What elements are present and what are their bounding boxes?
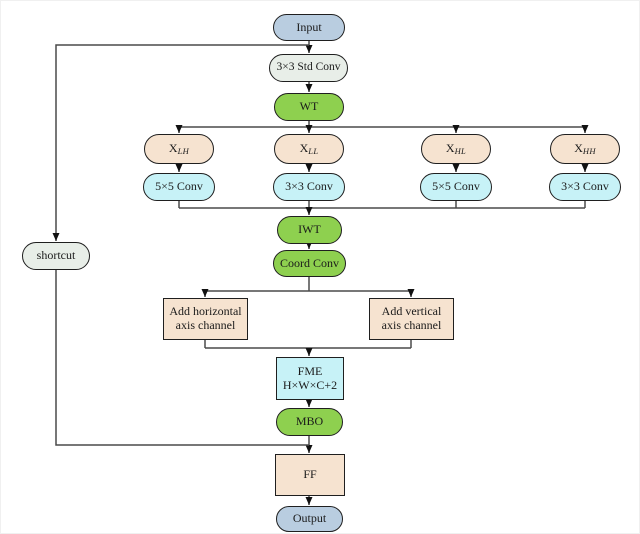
node-shortcut: shortcut bbox=[22, 242, 90, 270]
node-mbo: MBO bbox=[276, 408, 343, 436]
node-std-conv: 3×3 Std Conv bbox=[269, 54, 348, 82]
node-conv-3x3-hh: 3×3 Conv bbox=[549, 173, 621, 201]
node-iwt: IWT bbox=[277, 216, 342, 244]
node-mbo-label: MBO bbox=[295, 414, 324, 429]
node-output: Output bbox=[276, 506, 343, 532]
node-std-conv-label: 3×3 Std Conv bbox=[276, 61, 341, 74]
node-wt: WT bbox=[274, 93, 344, 121]
node-conv-3x3-ll: 3×3 Conv bbox=[273, 173, 345, 201]
node-add-horizontal-line1: Add horizontal bbox=[169, 304, 242, 319]
node-ff: FF bbox=[275, 454, 345, 496]
node-x-lh-label: XLH bbox=[168, 140, 190, 156]
node-x-hh: XHH bbox=[550, 134, 620, 164]
node-fme: FME H×W×C+2 bbox=[276, 357, 344, 400]
node-add-vertical-line1: Add vertical bbox=[381, 304, 442, 319]
node-conv-5x5-hl: 5×5 Conv bbox=[420, 173, 492, 201]
node-iwt-label: IWT bbox=[298, 222, 321, 237]
node-add-horizontal-axis-channel: Add horizontal axis channel bbox=[163, 298, 248, 340]
node-conv-3x3-ll-label: 3×3 Conv bbox=[285, 179, 333, 194]
node-conv-5x5-lh-label: 5×5 Conv bbox=[155, 179, 203, 194]
node-coord-conv: Coord Conv bbox=[273, 250, 346, 277]
node-x-hh-label: XHH bbox=[574, 140, 596, 156]
node-wt-label: WT bbox=[299, 99, 319, 114]
node-input: Input bbox=[273, 14, 345, 41]
node-conv-5x5-hl-label: 5×5 Conv bbox=[432, 179, 480, 194]
node-fme-line1: FME bbox=[297, 363, 323, 378]
node-add-vertical-axis-channel: Add vertical axis channel bbox=[369, 298, 454, 340]
node-output-label: Output bbox=[292, 511, 327, 526]
node-add-horizontal-line2: axis channel bbox=[175, 318, 236, 332]
node-x-ll-label: XLL bbox=[299, 140, 319, 156]
node-fme-line2: H×W×C+2 bbox=[282, 377, 338, 392]
node-add-vertical-line2: axis channel bbox=[381, 318, 442, 332]
node-ff-label: FF bbox=[303, 467, 317, 482]
node-shortcut-label: shortcut bbox=[36, 248, 76, 263]
node-x-ll: XLL bbox=[274, 134, 344, 164]
node-coord-conv-label: Coord Conv bbox=[279, 255, 339, 270]
node-conv-3x3-hh-label: 3×3 Conv bbox=[561, 179, 609, 194]
node-x-hl-label: XHL bbox=[445, 140, 467, 156]
node-conv-5x5-lh: 5×5 Conv bbox=[143, 173, 215, 201]
node-x-hl: XHL bbox=[421, 134, 491, 164]
node-x-lh: XLH bbox=[144, 134, 214, 164]
node-input-label: Input bbox=[296, 19, 322, 34]
